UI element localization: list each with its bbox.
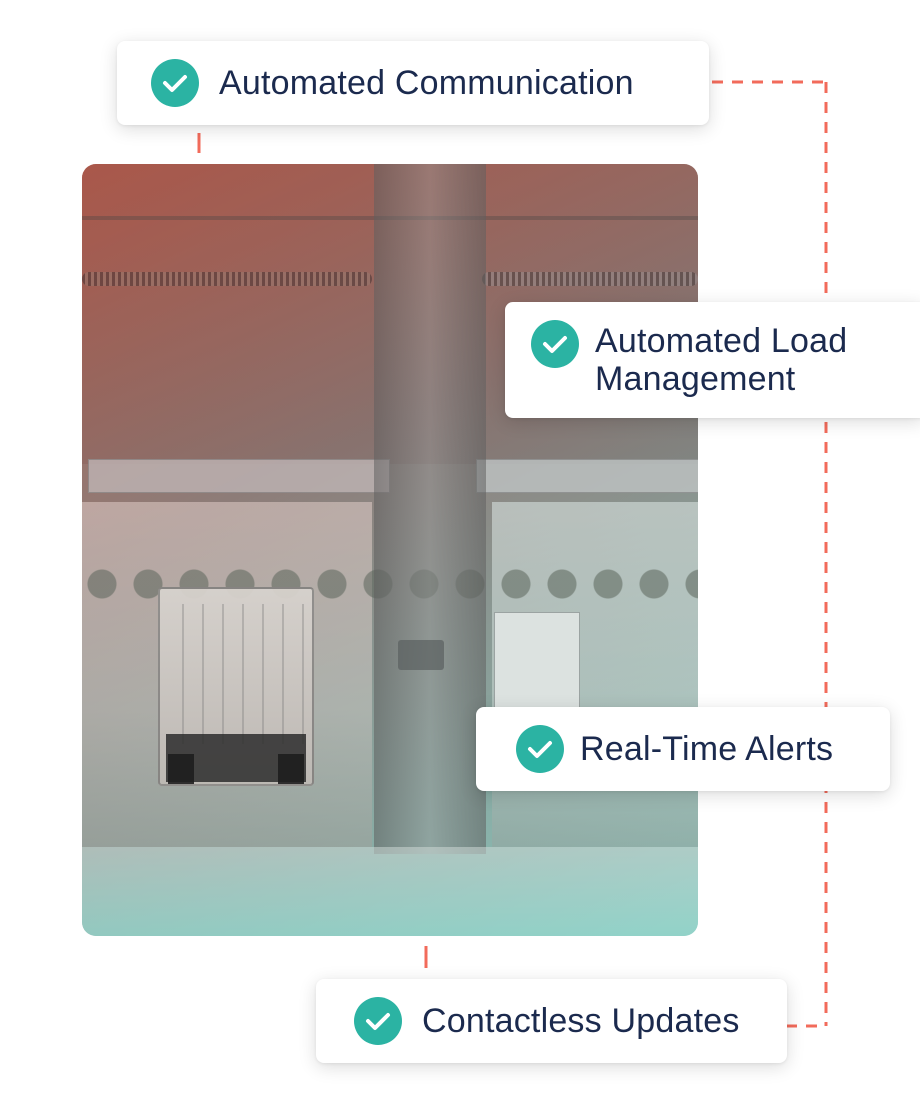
check-icon xyxy=(531,320,579,368)
check-icon xyxy=(354,997,402,1045)
feature-label: Automated Communication xyxy=(219,64,634,102)
feature-label: Contactless Updates xyxy=(422,1002,740,1040)
check-icon xyxy=(516,725,564,773)
loading-dock-photo xyxy=(82,164,698,936)
feature-label: Automated Load Management xyxy=(595,322,848,398)
feature-card-real-time-alerts: Real-Time Alerts xyxy=(476,707,890,791)
check-icon xyxy=(151,59,199,107)
feature-card-contactless-updates: Contactless Updates xyxy=(316,979,787,1063)
feature-card-automated-load-management: Automated Load Management xyxy=(505,302,920,418)
feature-card-automated-communication: Automated Communication xyxy=(117,41,709,125)
feature-label: Real-Time Alerts xyxy=(580,730,834,768)
